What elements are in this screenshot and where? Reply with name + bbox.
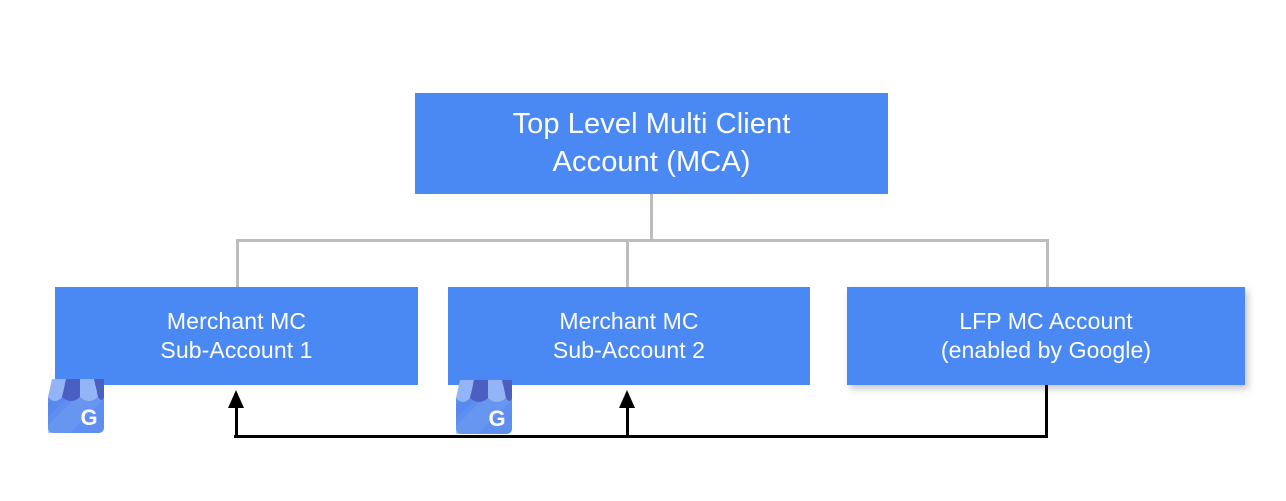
node-top-level-mca[interactable]: Top Level Multi Client Account (MCA)	[415, 93, 888, 194]
connector-drop-to-sub-account-1	[236, 239, 239, 288]
arrow-lfp-descender	[1045, 385, 1048, 437]
connector-drop-to-lfp-account	[1046, 239, 1049, 288]
node-lfp-mc-account-label: LFP MC Account (enabled by Google)	[940, 307, 1152, 363]
node-merchant-mc-sub-account-2-label: Merchant MC Sub-Account 2	[552, 307, 706, 363]
connector-horizontal-bar	[236, 239, 1049, 242]
connector-mca-stub	[650, 194, 653, 242]
connector-drop-to-sub-account-2	[626, 239, 629, 288]
node-merchant-mc-sub-account-1[interactable]: Merchant MC Sub-Account 1	[55, 287, 418, 385]
arrowhead-to-sub-account-1	[228, 390, 244, 408]
storefront-g-letter: G	[80, 405, 97, 430]
node-merchant-mc-sub-account-2[interactable]: Merchant MC Sub-Account 2	[448, 287, 810, 385]
node-merchant-mc-sub-account-1-label: Merchant MC Sub-Account 1	[160, 307, 313, 363]
arrow-riser-to-sub-account-2	[626, 402, 629, 437]
arrowhead-to-sub-account-2	[619, 390, 635, 408]
google-business-profile-storefront-icon: G	[48, 379, 104, 433]
arrow-horizontal-bar	[234, 435, 1048, 438]
arrow-riser-to-sub-account-1	[235, 402, 238, 437]
google-business-profile-storefront-icon: G	[456, 380, 512, 434]
storefront-g-letter: G	[488, 406, 505, 431]
node-lfp-mc-account[interactable]: LFP MC Account (enabled by Google)	[847, 287, 1245, 385]
node-top-level-mca-label: Top Level Multi Client Account (MCA)	[512, 108, 791, 178]
